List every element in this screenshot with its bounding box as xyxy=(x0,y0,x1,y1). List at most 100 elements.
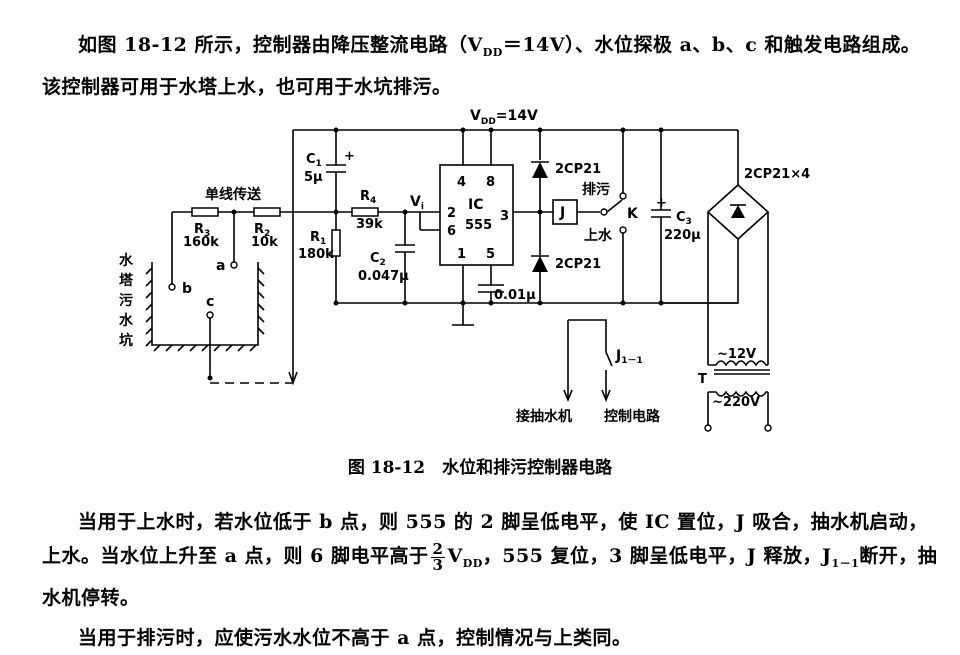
transformer-core xyxy=(714,369,770,375)
transformer-primary xyxy=(707,390,769,425)
pump-arrow xyxy=(563,389,573,403)
ic-number: 555 xyxy=(465,218,492,233)
diode-bottom-icon xyxy=(532,256,548,272)
fill-label: 上水 xyxy=(584,227,613,244)
explanation-line-1: 当用于上水时，若水位低于 b 点，则 555 的 2 脚呈低电平，使 IC 置位… xyxy=(78,511,928,533)
transformer-secondary xyxy=(708,360,768,367)
figure-caption: 图 18-12 水位和排污控制器电路 xyxy=(347,458,613,478)
c3-label: C3 xyxy=(676,210,692,227)
pin-1: 1 xyxy=(457,247,466,262)
probe-a xyxy=(230,261,238,269)
drain-label: 排污 xyxy=(582,181,610,198)
switch-lever xyxy=(606,199,623,213)
c1-value: 5μ xyxy=(304,170,323,185)
r1-value: 180k xyxy=(298,247,334,262)
single-wire-label: 单线传送 xyxy=(205,186,262,203)
pin-8: 8 xyxy=(486,175,495,190)
j11-label: J1－1 xyxy=(615,348,643,366)
node-switch-top xyxy=(620,127,626,133)
intro-paragraph: 如图 18-12 所示，控制器由降压整流电路（VDD＝14V）、水位探极 a、b… xyxy=(0,28,960,104)
tank-hatching xyxy=(145,267,265,352)
ic-label: IC xyxy=(468,197,483,213)
explanation-paragraph: 当用于上水时，若水位低于 b 点，则 555 的 2 脚呈低电平，使 IC 置位… xyxy=(0,505,960,655)
node-c2-bottom xyxy=(402,300,408,306)
node-r1-bottom xyxy=(333,300,339,306)
diode-bottom-label: 2CP21 xyxy=(555,257,601,272)
c1-plus: + xyxy=(344,149,355,164)
bridge-ac-wires xyxy=(707,212,769,365)
intro-line-1: 如图 18-12 所示，控制器由降压整流电路（VDD＝14V）、水位探极 a、b… xyxy=(78,34,921,59)
transformer-label: T xyxy=(698,372,707,387)
control-label: 控制电路 xyxy=(604,408,661,425)
r1-label: R1 xyxy=(310,230,326,247)
intro-line-2: 该控制器可用于水塔上水，也可用于水坑排污。 xyxy=(42,75,452,98)
r1-resistor xyxy=(331,229,341,257)
vi-label: Vi xyxy=(410,194,424,212)
explanation-line-4: 当用于排污时，应使污水水位不高于 a 点，控制情况与上类同。 xyxy=(78,626,632,649)
node-pin5-bottom xyxy=(488,300,494,306)
ground-symbol xyxy=(452,303,474,326)
node-c3-top xyxy=(658,127,664,133)
switch-fill-contact xyxy=(619,226,627,234)
probe-c-node xyxy=(207,375,213,381)
r3-resistor xyxy=(191,207,219,217)
node-pin4 xyxy=(460,127,466,133)
ic-pin-wires xyxy=(462,130,492,303)
pin-6: 6 xyxy=(447,224,456,239)
switch-drain-contact xyxy=(619,192,627,200)
bridge-diode-icon xyxy=(731,205,745,218)
pin-5: 5 xyxy=(486,247,495,262)
c2-value: 0.047μ xyxy=(358,269,409,284)
probe-a-label: a xyxy=(216,258,225,274)
bridge-bottom-wire xyxy=(661,239,739,304)
switch-common xyxy=(600,208,608,216)
c-bottom-value: 0.01μ xyxy=(494,288,536,303)
c1-capacitor xyxy=(326,130,346,212)
r2-resistor xyxy=(253,207,281,217)
v220-label: ~220V xyxy=(712,395,760,410)
diode-top-icon xyxy=(532,162,548,178)
c2-capacitor xyxy=(395,212,415,303)
pin-2: 2 xyxy=(447,206,456,221)
relay-contact-wires xyxy=(568,319,613,398)
r3-value: 160k xyxy=(183,235,219,250)
probe-b-label: b xyxy=(182,281,192,297)
relay-label: J xyxy=(559,205,565,221)
r4-value: 39k xyxy=(356,217,383,232)
bridge-label: 2CP21×4 xyxy=(744,167,810,182)
tank-char-2: 塔 xyxy=(119,272,134,289)
pump-label: 接抽水机 xyxy=(516,408,572,425)
tank-char-4: 水 xyxy=(119,312,134,329)
r2-value: 10k xyxy=(251,235,278,250)
ic-555 xyxy=(439,164,514,266)
mains-terminal-1 xyxy=(704,424,712,432)
explanation-line-3: 水机停转。 xyxy=(42,586,140,609)
c3-plus: + xyxy=(656,196,667,211)
tank-char-1: 水 xyxy=(119,252,134,269)
probe-c-label: c xyxy=(206,294,214,310)
v12-label: ~12V xyxy=(717,347,756,362)
node-diode-bottom xyxy=(537,300,543,306)
diode-top-label: 2CP21 xyxy=(555,162,601,177)
node-pin8 xyxy=(488,127,494,133)
control-arrow xyxy=(601,389,611,403)
pins-2-6-wire xyxy=(419,211,440,231)
r4-resistor xyxy=(351,207,379,217)
probe-c xyxy=(206,311,214,319)
tank-outline xyxy=(151,262,259,346)
node-diode-top xyxy=(537,127,543,133)
probe-b xyxy=(168,283,176,291)
r4-label: R4 xyxy=(360,189,376,206)
c2-label: C2 xyxy=(370,251,386,268)
r2-label: R2 xyxy=(254,222,270,239)
circuit-schematic: VDD=14V 单线传送 R3 160k R2 10k b a c 水 塔 污 … xyxy=(119,108,810,432)
pin-4: 4 xyxy=(457,175,466,190)
tank-char-5: 坑 xyxy=(119,332,133,349)
tank-char-3: 污 xyxy=(119,292,133,309)
node-c1-top xyxy=(333,127,339,133)
r3-label: R3 xyxy=(194,222,210,239)
c3-capacitor xyxy=(651,130,671,303)
vdd-label: VDD=14V xyxy=(470,108,538,127)
